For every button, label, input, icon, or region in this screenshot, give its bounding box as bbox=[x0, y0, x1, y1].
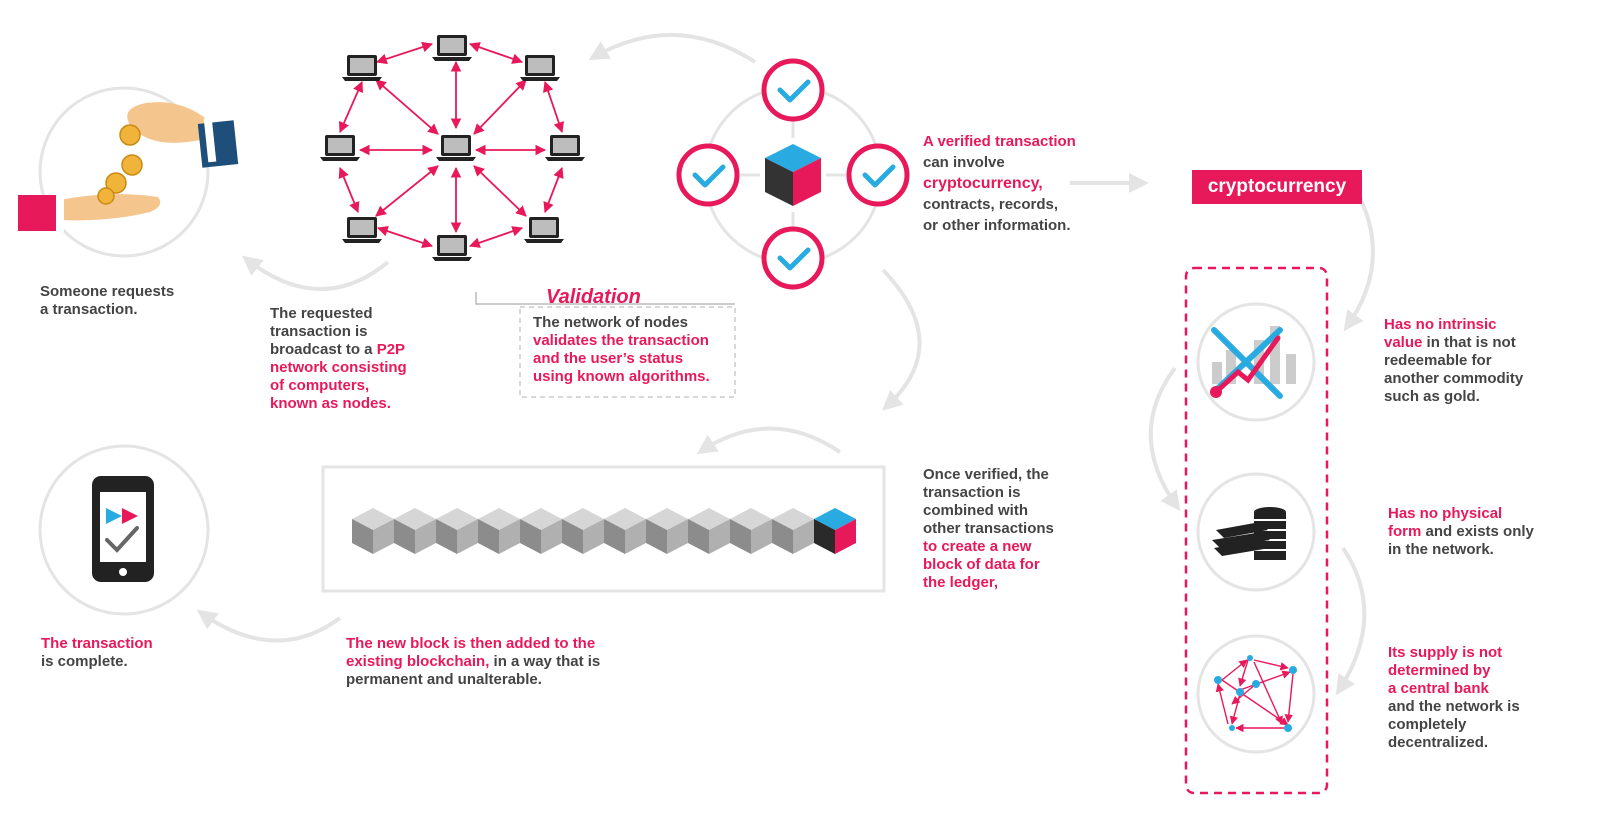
property-supply-plain: and the network is completely decentrali… bbox=[1388, 698, 1520, 751]
block-cube bbox=[646, 508, 688, 554]
new-block-cube bbox=[814, 508, 856, 554]
property-intrinsic-text: Has no intrinsic value in that is not re… bbox=[1384, 316, 1523, 406]
complete-highlight: The transaction bbox=[41, 635, 153, 652]
validation-highlight: validates the transaction and the user’s… bbox=[533, 332, 710, 385]
step-added-text: The new block is then added to the exist… bbox=[346, 635, 600, 689]
block-cube bbox=[604, 508, 646, 554]
block-cube bbox=[394, 508, 436, 554]
validation-title: Validation bbox=[546, 286, 641, 308]
network-icon bbox=[1196, 634, 1316, 754]
added-plain: in a way that is permanent and unalterab… bbox=[346, 653, 601, 688]
property-physical-highlight: Has no physical form bbox=[1388, 505, 1503, 540]
verified-highlight: A verified transaction bbox=[923, 133, 1076, 150]
block-cube bbox=[436, 508, 478, 554]
broadcast-highlight: P2P network consisting of computers, kno… bbox=[270, 341, 407, 412]
p2p-network bbox=[320, 35, 585, 261]
verification-cluster bbox=[676, 58, 910, 290]
blockchain bbox=[352, 508, 856, 554]
blockchain-box bbox=[321, 465, 886, 593]
verified-plain: can involve bbox=[923, 154, 1005, 171]
step-request-text: Someone requests a transaction. bbox=[40, 283, 174, 319]
property-intrinsic-highlight: Has no intrinsic value bbox=[1384, 316, 1497, 351]
laptop-icon bbox=[320, 35, 585, 261]
broadcast-plain: The requested transaction is broadcast t… bbox=[270, 305, 373, 358]
block-cube bbox=[520, 508, 562, 554]
properties-frame bbox=[1184, 266, 1329, 795]
validation-plain: The network of nodes bbox=[533, 314, 689, 331]
property-intrinsic-plain: in that is not redeemable for another co… bbox=[1384, 334, 1524, 405]
combined-highlight: to create a new block of data for the le… bbox=[923, 538, 1040, 591]
flow-arrows bbox=[196, 33, 1375, 696]
step-broadcast-text: The requested transaction is broadcast t… bbox=[270, 305, 407, 413]
step-combined-text: Once verified, the transaction is combin… bbox=[923, 466, 1054, 592]
verified-other: contracts, records, or other information… bbox=[923, 196, 1071, 234]
block-cube bbox=[772, 508, 814, 554]
validation-bracket bbox=[475, 292, 735, 305]
complete-plain: is complete. bbox=[41, 653, 128, 670]
property-physical-text: Has no physical form and exists only in … bbox=[1388, 505, 1534, 559]
block-cube bbox=[478, 508, 520, 554]
block-cube bbox=[688, 508, 730, 554]
block-cube bbox=[352, 508, 394, 554]
property-supply-text: Its supply is not determined by a centra… bbox=[1388, 644, 1520, 752]
chart-icon bbox=[1196, 302, 1316, 422]
block-cube bbox=[730, 508, 772, 554]
cube-icon bbox=[765, 144, 821, 206]
request-label: Someone requests a transaction. bbox=[40, 283, 175, 318]
cryptocurrency-badge: cryptocurrency bbox=[1192, 170, 1362, 204]
step-verified-text: A verified transaction can involve crypt… bbox=[923, 131, 1076, 236]
combined-plain: Once verified, the transaction is combin… bbox=[923, 466, 1054, 537]
block-cube bbox=[562, 508, 604, 554]
coins-cash-icon bbox=[1196, 472, 1316, 592]
property-supply-highlight: Its supply is not determined by a centra… bbox=[1388, 644, 1503, 697]
check-icon bbox=[676, 58, 910, 290]
hand-coins-icon bbox=[18, 86, 239, 258]
step-complete-text: The transaction is complete. bbox=[41, 635, 153, 671]
smartphone-icon bbox=[38, 444, 210, 616]
verified-crypto: cryptocurrency, bbox=[923, 175, 1043, 192]
step-validation-text: The network of nodes validates the trans… bbox=[533, 314, 710, 386]
added-highlight: The new block is then added to the exist… bbox=[346, 635, 596, 670]
property-physical-plain: and exists only in the network. bbox=[1388, 523, 1534, 558]
